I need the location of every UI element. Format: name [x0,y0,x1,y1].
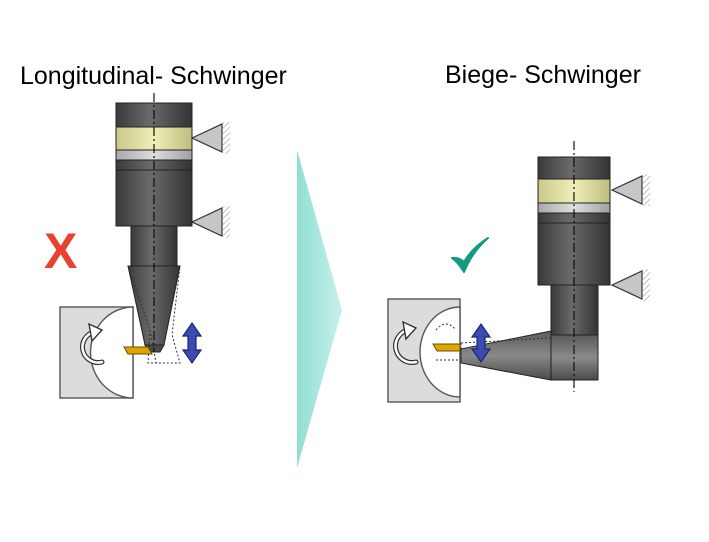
check-icon [451,237,489,273]
title-longitudinal: Longitudinal- Schwinger [20,62,287,90]
rotation-arrow-icon [393,320,419,365]
support-triangle-icon [610,269,650,301]
cutting-tool-left [123,346,153,355]
cutting-tool-right [432,343,461,352]
vibration-arrow-icon [470,322,492,364]
horn-right [460,330,552,381]
longitudinal-oscillator [59,93,230,399]
support-triangle-icon [610,174,650,206]
support-triangle-icon [190,122,230,154]
divider-chevron [297,150,342,468]
rotation-arrow-icon [80,322,105,366]
bending-oscillator [387,141,650,403]
workpiece-chuck-right [419,306,461,398]
cross-icon: X [44,223,78,279]
vibration-arrow-icon [181,321,203,365]
support-triangle-icon [190,206,230,238]
title-bending: Biege- Schwinger [445,61,641,89]
